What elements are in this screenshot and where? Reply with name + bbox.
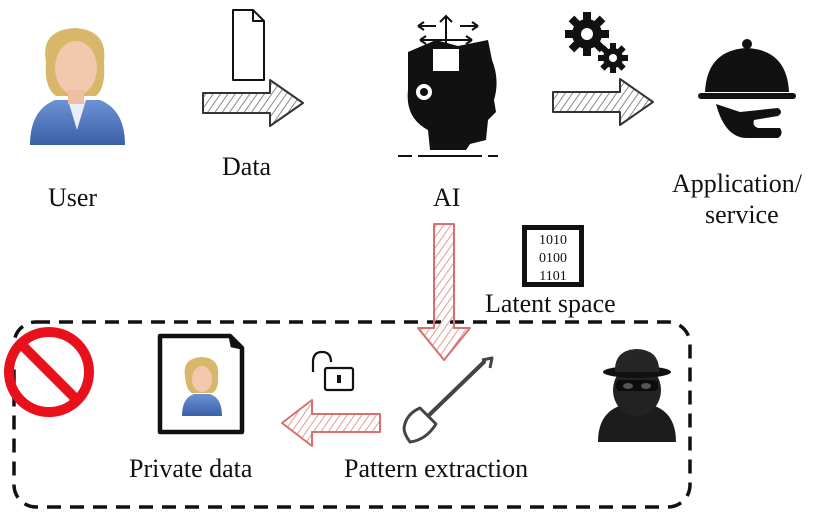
arrow-ai-to-service bbox=[552, 78, 654, 126]
private-document-icon bbox=[157, 333, 245, 435]
arrow-extraction-to-private bbox=[281, 399, 381, 447]
arrow-user-to-ai bbox=[202, 79, 304, 127]
user-label: User bbox=[48, 183, 98, 212]
cloche-service-icon bbox=[698, 39, 796, 138]
attack-region-border bbox=[12, 320, 692, 509]
arrow-ai-to-extraction bbox=[417, 223, 471, 361]
latent-space-label: Latent space bbox=[485, 289, 616, 318]
application-label-line1: Application/ bbox=[672, 169, 802, 198]
data-label: Data bbox=[222, 152, 272, 181]
prohibited-icon bbox=[4, 327, 94, 417]
gears-icon bbox=[565, 12, 628, 73]
ai-head-icon bbox=[398, 14, 498, 157]
latent-bits-row: 1101 bbox=[539, 269, 567, 284]
unlock-icon bbox=[311, 350, 355, 392]
pattern-extraction-label: Pattern extraction bbox=[344, 454, 529, 483]
document-icon bbox=[232, 9, 265, 81]
latent-bits-row: 0100 bbox=[539, 251, 567, 266]
ai-label: AI bbox=[433, 183, 461, 212]
application-label-line2: service bbox=[705, 200, 779, 229]
private-data-label: Private data bbox=[129, 454, 253, 483]
attacker-icon bbox=[598, 349, 676, 442]
shovel-icon bbox=[402, 356, 494, 444]
user-avatar-icon bbox=[30, 28, 125, 145]
latent-space-icon: 1010 0100 1101 bbox=[522, 225, 584, 287]
latent-bits-row: 1010 bbox=[539, 233, 567, 248]
